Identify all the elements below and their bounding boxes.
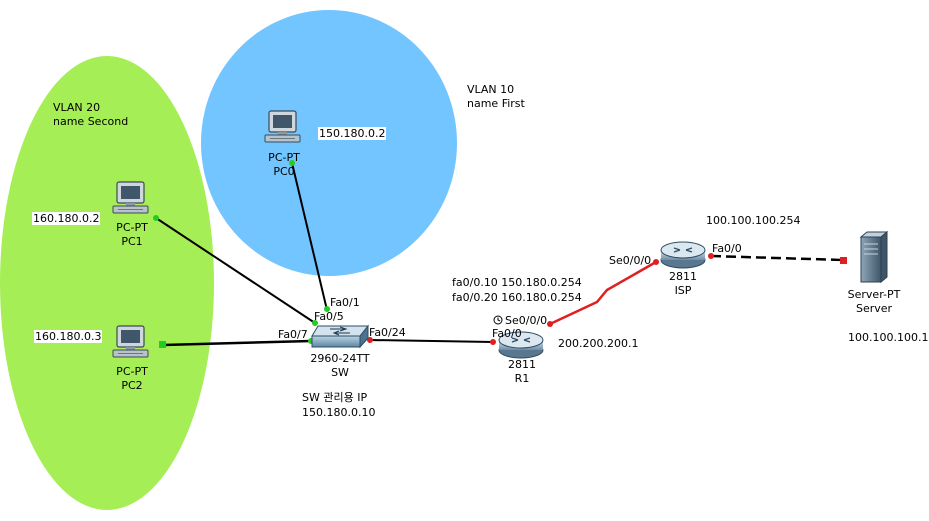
- vlan-10-area: [201, 10, 457, 276]
- server-device[interactable]: [859, 230, 889, 284]
- port-sw-fa01: Fa0/1: [330, 296, 360, 309]
- router-isp-device[interactable]: [660, 241, 706, 269]
- isp-model-label: 2811: [669, 270, 697, 283]
- pc2-ip-label: 160.180.0.3: [34, 330, 103, 343]
- pc0-name-label: PC0: [273, 165, 295, 178]
- pc2-type-label: PC-PT: [116, 365, 148, 378]
- isp-name-label: ISP: [674, 284, 692, 297]
- connections: [155, 162, 844, 347]
- vlan10-name: name First: [467, 97, 525, 110]
- status-light-sw-fa01: [324, 306, 330, 312]
- r1-serial-ip: 200.200.200.1: [558, 337, 639, 350]
- pc1-device[interactable]: [112, 181, 149, 214]
- status-light-r1-fa00: [490, 339, 496, 345]
- clock-icon: [493, 315, 503, 325]
- vlan10-title: VLAN 10: [467, 83, 515, 96]
- link-isp-server[interactable]: [710, 254, 844, 262]
- r1-model-label: 2811: [508, 358, 536, 371]
- pc2-name-label: PC2: [121, 379, 143, 392]
- status-light-pc2: [159, 341, 166, 348]
- status-light-sw-fa024: [367, 337, 373, 343]
- link-status-lights: [153, 160, 847, 348]
- switch-device[interactable]: [311, 324, 370, 349]
- pc0-device[interactable]: [264, 110, 301, 143]
- switch-model-label: 2960-24TT: [310, 352, 370, 365]
- link-r1-isp-serial[interactable]: [549, 260, 657, 326]
- isp-fa-ip: 100.100.100.254: [706, 214, 801, 227]
- server-name-label: Server: [855, 302, 893, 315]
- switch-name-label: SW: [331, 366, 349, 379]
- status-light-r1-se000: [547, 321, 553, 327]
- port-isp-se000: Se0/0/0: [609, 254, 652, 267]
- link-sw-r1[interactable]: [369, 339, 494, 343]
- vlan20-name: name Second: [53, 115, 129, 128]
- link-pc1-sw[interactable]: [155, 217, 316, 324]
- port-sw-fa07: Fa0/7: [278, 328, 308, 341]
- vlan-20-area: [0, 56, 214, 510]
- server-type-label: Server-PT: [847, 288, 901, 301]
- status-light-server: [840, 257, 847, 264]
- link-pc0-sw[interactable]: [291, 162, 328, 311]
- pc2-device[interactable]: [112, 325, 149, 358]
- status-light-sw-fa05: [312, 320, 318, 326]
- r1-subif-1: fa0/0.10 150.180.0.254: [452, 276, 582, 289]
- port-sw-fa024: Fa0/24: [369, 326, 406, 339]
- switch-mgmt-label: SW 관리용 IP: [302, 391, 368, 404]
- pc1-ip-label: 160.180.0.2: [32, 212, 101, 225]
- switch-mgmt-ip: 150.180.0.10: [302, 406, 376, 419]
- status-light-isp-fa00: [708, 253, 714, 259]
- vlan20-title: VLAN 20: [53, 101, 101, 114]
- port-isp-fa00: Fa0/0: [712, 242, 742, 255]
- port-r1-fa00: Fa0/0: [492, 327, 522, 340]
- link-pc2-sw[interactable]: [162, 339, 312, 347]
- port-r1-se000: Se0/0/0: [505, 314, 548, 327]
- server-ip: 100.100.100.1: [848, 331, 929, 344]
- status-light-isp-se000: [653, 259, 659, 265]
- pc0-ip-label: 150.180.0.2: [318, 127, 387, 140]
- r1-subif-2: fa0/0.20 160.180.0.254: [452, 291, 582, 304]
- r1-name-label: R1: [514, 372, 530, 385]
- pc0-type-label: PC-PT: [268, 151, 300, 164]
- port-sw-fa05: Fa0/5: [314, 310, 344, 323]
- pc1-name-label: PC1: [121, 235, 143, 248]
- status-light-pc0: [289, 160, 295, 166]
- pc1-type-label: PC-PT: [116, 221, 148, 234]
- router-r1-device[interactable]: [498, 331, 544, 359]
- status-light-pc1: [153, 215, 159, 221]
